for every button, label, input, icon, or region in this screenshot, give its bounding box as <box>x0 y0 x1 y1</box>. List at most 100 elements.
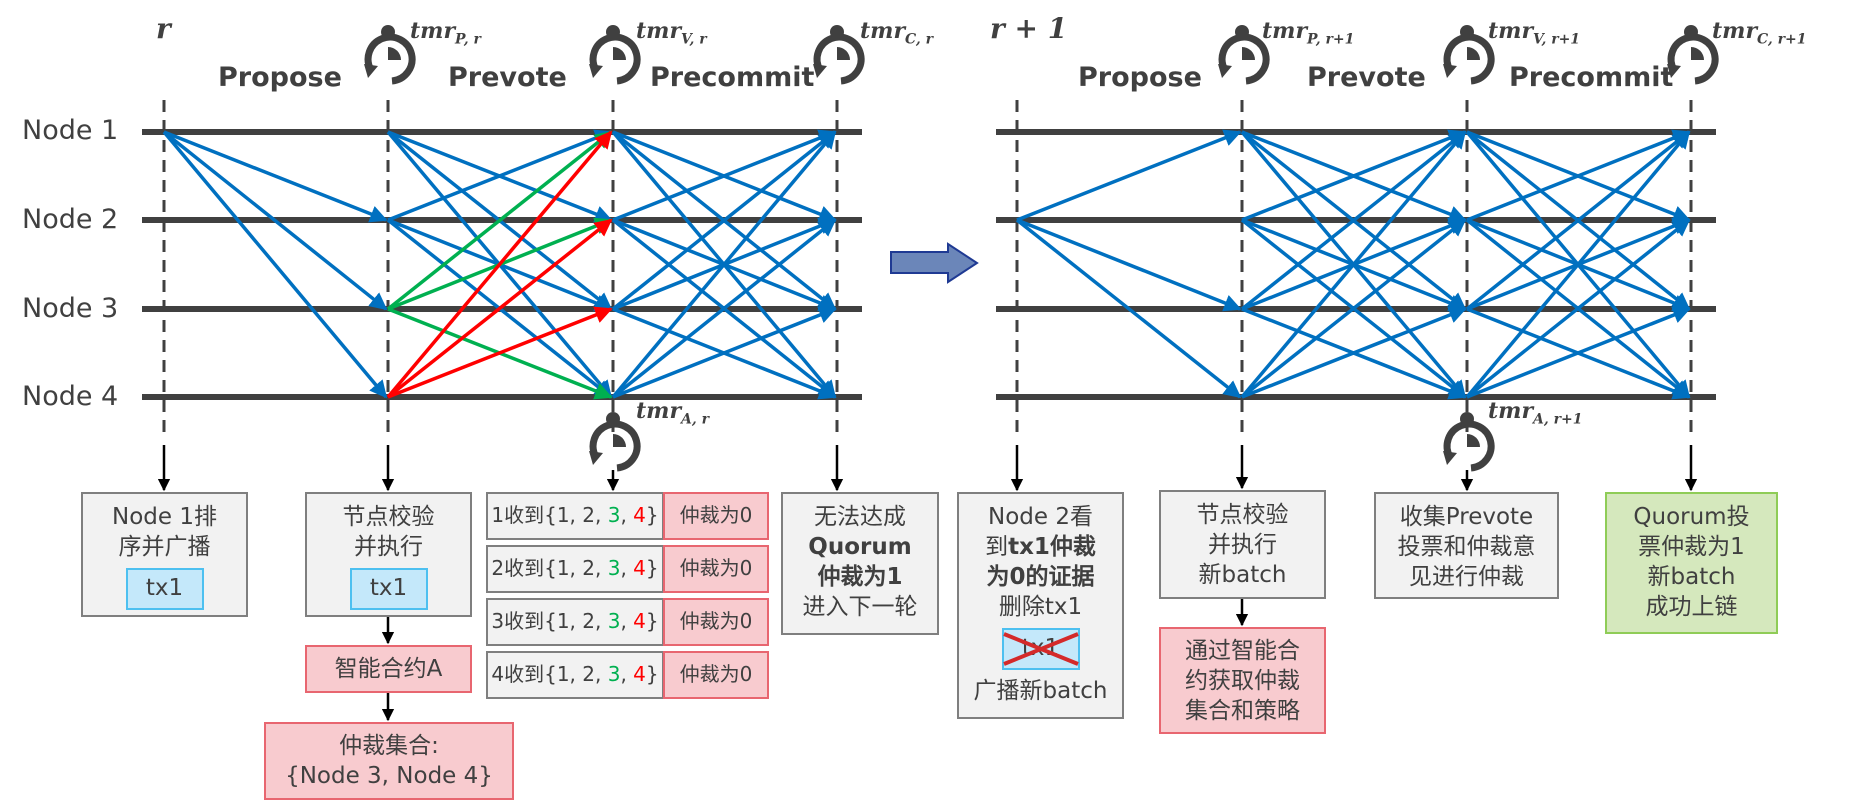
timer-quadrant <box>1467 434 1480 447</box>
contract-fetch-box: 通过智能合 约获取仲裁 集合和策略 <box>1159 627 1326 734</box>
timer-arrowhead <box>1443 64 1457 78</box>
timer-ring <box>813 33 865 85</box>
phase-precommit-r1: Precommit <box>1509 62 1674 93</box>
box-line: 为0的证据 <box>986 564 1095 590</box>
timer-icon-c-r <box>813 25 865 85</box>
box-line: 广播新batch <box>973 678 1108 704</box>
timer-ring <box>1218 33 1270 85</box>
received-votes: 3收到{1, 2, 3, 4} <box>486 598 664 646</box>
timer-ring <box>589 420 641 472</box>
box-line: 序并广播 <box>118 534 211 560</box>
node-label-1: Node 1 <box>22 115 119 146</box>
timer-arrowhead <box>364 64 378 78</box>
timer-quadrant <box>388 47 401 60</box>
received-votes: 4收到{1, 2, 3, 4} <box>486 651 664 699</box>
timer-label-v-r1: tmrV, r+1 <box>1488 18 1581 48</box>
node-label-3: Node 3 <box>22 293 119 324</box>
node2-propose-box: Node 2看 到tx1仲裁 为0的证据 删除tx1 tx1 广播新batch <box>957 492 1124 719</box>
msg-r1-prevote-4-1 <box>1240 130 1467 399</box>
phase-prevote-r1: Prevote <box>1307 62 1426 93</box>
msg-r1-propose-2-4 <box>1015 218 1242 399</box>
msg-r1-prevote-2-1 <box>1241 129 1467 222</box>
timer-icon-v-r <box>589 25 641 85</box>
node-label-4: Node 4 <box>22 381 119 412</box>
msg-r1-precommit-4-2 <box>1465 218 1691 399</box>
validate-new-batch-box: 节点校验 并执行 新batch <box>1159 490 1326 599</box>
msg-r-precommit-4-3 <box>612 306 837 399</box>
msg-r-precommit-2-1 <box>612 129 837 222</box>
no-quorum-box: 无法达成 Quorum 仲裁为1 进入下一轮 <box>781 492 939 635</box>
received-votes: 1收到{1, 2, 3, 4} <box>486 492 664 540</box>
timer-quadrant <box>613 434 626 447</box>
success-box: Quorum投 票仲裁为1 新batch 成功上链 <box>1605 492 1778 634</box>
box-line: 节点校验 <box>1196 502 1289 528</box>
box-line: 仲裁集合: <box>339 733 439 759</box>
msg-r1-precommit-4-1 <box>1465 130 1691 399</box>
timer-icon-v-r1 <box>1443 25 1495 85</box>
box-line: 新batch <box>1198 562 1287 588</box>
next-round-arrow <box>890 242 979 284</box>
timer-quadrant <box>1691 47 1704 60</box>
cross-out-icon <box>1002 632 1079 666</box>
round-label-r: r <box>156 12 171 45</box>
node1-propose-box: Node 1排 序并广播 tx1 <box>81 492 248 617</box>
timer-quadrant <box>1242 47 1255 60</box>
phase-prevote-r: Prevote <box>448 62 567 93</box>
box-line: 成功上链 <box>1645 594 1738 620</box>
msg-r1-precommit-4-3 <box>1466 306 1691 399</box>
msg-r-precommit-3-1 <box>611 130 837 311</box>
timer-icon-p-r <box>364 25 416 85</box>
box-line: 智能合约A <box>334 656 443 682</box>
msg-r-propose-1-4 <box>162 130 388 399</box>
msg-r1-precommit-2-1 <box>1466 129 1691 222</box>
tx1-badge: tx1 <box>125 568 204 610</box>
timer-arrowhead <box>589 64 603 78</box>
box-line: 见进行仲裁 <box>1409 564 1524 590</box>
timer-label-c-r: tmrC, r <box>860 18 934 48</box>
timer-ring <box>1443 420 1495 472</box>
timer-arrowhead <box>589 451 603 465</box>
timer-label-a-r: tmrA, r <box>636 398 710 428</box>
received-votes: 2收到{1, 2, 3, 4} <box>486 545 664 593</box>
box-line: 通过智能合 <box>1185 637 1300 664</box>
box-line: Node 1排 <box>112 504 217 530</box>
timer-icon-c-r1 <box>1667 25 1719 85</box>
msg-r1-prevote-4-3 <box>1241 306 1467 399</box>
verdict-cell: 仲裁为0 <box>663 598 769 646</box>
box-line: 收集Prevote <box>1399 504 1534 530</box>
box-line: 并执行 <box>1208 532 1277 558</box>
verdict-cell: 仲裁为0 <box>663 651 769 699</box>
down-arrows <box>157 445 1698 722</box>
smart-contract-box: 智能合约A <box>305 645 472 693</box>
collect-prevote-box: 收集Prevote 投票和仲裁意 见进行仲裁 <box>1374 492 1559 599</box>
box-line: 并执行 <box>354 534 423 560</box>
timer-arrowhead <box>1443 451 1457 465</box>
msg-r-propose-1-2 <box>163 130 388 223</box>
phase-precommit-r: Precommit <box>650 62 815 93</box>
timer-arrowhead <box>1218 64 1232 78</box>
msg-r-prevote-4-1 <box>386 130 613 399</box>
msg-r-precommit-4-1 <box>611 130 837 399</box>
node-label-2: Node 2 <box>22 204 119 235</box>
box-line: 无法达成 <box>814 504 906 530</box>
msg-r-propose-1-3 <box>162 130 388 311</box>
msg-r1-precommit-3-1 <box>1465 130 1691 311</box>
phase-propose-r: Propose <box>218 62 342 93</box>
box-line: Node 2看 <box>988 504 1093 530</box>
timer-ring <box>1667 33 1719 85</box>
box-line: 进入下一轮 <box>802 594 918 620</box>
msg-r1-prevote-3-1 <box>1240 130 1467 311</box>
verdict-cell: 仲裁为0 <box>663 545 769 593</box>
timer-icon-a-r <box>589 412 641 472</box>
box-line: 投票和仲裁意 <box>1397 534 1536 560</box>
msg-r-prevote-2-1 <box>387 129 613 222</box>
msg-r1-prevote-4-2 <box>1240 218 1467 399</box>
msg-r1-propose-2-3 <box>1016 218 1242 312</box>
timer-ring <box>1443 33 1495 85</box>
timers <box>364 25 1719 472</box>
msg-r-prevote-3-1 <box>386 130 613 311</box>
box-line: 票仲裁为1 <box>1638 534 1745 560</box>
deleted-tx1-badge: tx1 <box>1001 628 1080 670</box>
timer-arrowhead <box>1667 64 1681 78</box>
